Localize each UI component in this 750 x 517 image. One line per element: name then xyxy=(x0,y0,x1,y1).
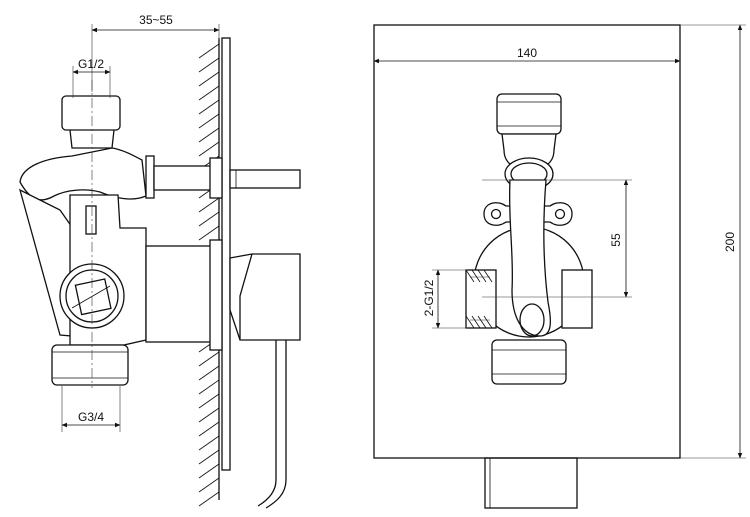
front-outlet-right xyxy=(561,269,593,329)
diverter-stem xyxy=(153,165,213,191)
hatch-line xyxy=(198,141,220,157)
bottom-inlet-nut xyxy=(51,344,129,386)
dim-width-label: 140 xyxy=(517,46,537,60)
cartridge-flange xyxy=(209,239,223,351)
hatch-line xyxy=(198,491,220,507)
hatch-line xyxy=(198,463,220,479)
hatch-line xyxy=(198,351,220,367)
dim-width: 140 xyxy=(373,46,681,64)
hatch-line xyxy=(198,449,220,465)
cartridge-body xyxy=(145,245,213,343)
hatch-line xyxy=(198,407,220,423)
hatch-line xyxy=(198,365,220,381)
diverter-housing xyxy=(145,155,155,199)
dim-top-inlet-label: G1/2 xyxy=(78,57,104,71)
hatch-line xyxy=(198,379,220,395)
dim-height: 200 xyxy=(680,24,746,459)
hatch-line xyxy=(198,197,220,213)
dim-spacing: 55 xyxy=(482,179,632,298)
side-view: 35~55 G1/2 G3/4 xyxy=(18,13,301,509)
front-s-pipe xyxy=(508,179,552,337)
hatch-line xyxy=(198,57,220,73)
hatch-line xyxy=(198,85,220,101)
dim-outlets-label: 2-G1/2 xyxy=(422,279,436,316)
diverter-knob xyxy=(229,169,301,189)
hatch-line xyxy=(198,99,220,115)
front-view: 140 200 55 2-G1/2 xyxy=(373,24,746,509)
dim-depth-label: 35~55 xyxy=(139,13,173,27)
cartridge-slot xyxy=(85,205,97,235)
dim-top-inlet: G1/2 xyxy=(72,57,111,98)
front-bottom-nut xyxy=(491,339,567,385)
diverter-flange xyxy=(209,157,223,199)
hatch-line xyxy=(198,435,220,451)
hatch-line xyxy=(198,127,220,143)
dim-bottom-inlet-label: G3/4 xyxy=(78,410,104,424)
lever-rod xyxy=(257,340,287,509)
hatch-line xyxy=(198,43,220,59)
dim-outlets: 2-G1/2 xyxy=(422,269,468,329)
dim-depth: 35~55 xyxy=(91,13,220,92)
front-bottom-tab xyxy=(484,457,578,509)
dim-spacing-label: 55 xyxy=(609,233,623,247)
hatch-line xyxy=(198,477,220,493)
valve-body-shoulder xyxy=(19,147,147,201)
front-outlet-left xyxy=(465,269,497,329)
dim-bottom-inlet: G3/4 xyxy=(61,386,121,432)
hatch-line xyxy=(198,421,220,437)
front-top-nut xyxy=(496,93,562,135)
hatch-line xyxy=(198,211,220,227)
dim-height-label: 200 xyxy=(723,232,737,252)
hatch-line xyxy=(198,225,220,241)
hatch-line xyxy=(198,393,220,409)
wall-plate xyxy=(221,37,231,471)
hatch-line xyxy=(198,71,220,87)
top-inlet-nut xyxy=(61,95,121,131)
hatch-line xyxy=(198,113,220,129)
